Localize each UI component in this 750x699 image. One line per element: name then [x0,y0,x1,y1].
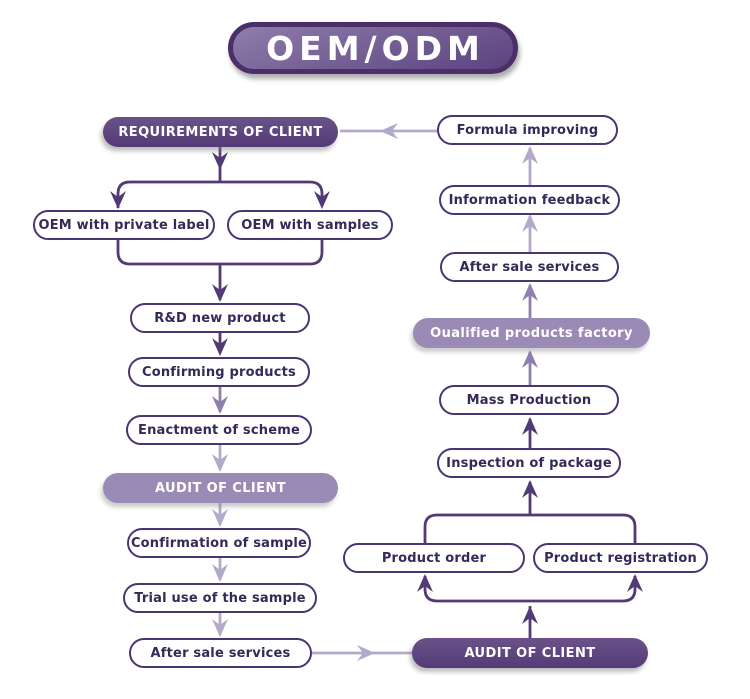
node-product-registration: Product registration [533,543,708,573]
node-audit-of-client-right: AUDIT OF CLIENT [412,638,648,668]
arrowhead-right [357,645,375,661]
node-after-sale-services-left: After sale services [129,638,312,668]
node-product-order: Product order [343,543,525,573]
node-inspection-of-package: Inspection of package [437,448,621,478]
arrowheads-dark [110,152,643,624]
branch-merge-bracket-left-flow [116,240,324,266]
branch-split-bracket-right-flow [423,576,637,603]
arrowhead-down [212,509,228,527]
arrowhead-up [522,480,538,498]
arrowhead-down [110,191,126,209]
arrowhead-up [522,350,538,368]
node-trial-use-of-the-sample: Trial use of the sample [123,583,317,613]
node-confirming-products: Confirming products [128,357,310,387]
branch-merge-bracket-right-flow [423,513,637,543]
node-after-sale-services-right: After sale services [440,252,619,282]
arrowhead-down [314,191,330,209]
node-requirements-of-client: REQUIREMENTS OF CLIENT [103,117,338,147]
diagram-title-label: OEM/ODM [266,28,485,68]
arrowhead-down [212,338,228,356]
arrowhead-left [380,123,398,139]
node-mass-production: Mass Production [439,385,619,415]
diagram-title: OEM/ODM [228,22,518,74]
node-oem-with-samples: OEM with samples [227,210,393,240]
arrowhead-up [522,146,538,164]
node-audit-of-client-left: AUDIT OF CLIENT [103,473,338,503]
arrowhead-up [522,417,538,435]
arrowhead-down [212,619,228,637]
node-qualified-products-factory: Oualified products factory [413,318,650,348]
arrowhead-down [212,454,228,472]
arrowhead-up [627,574,643,592]
arrowheads-medium [212,283,538,414]
node-rd-new-product: R&D new product [130,303,310,333]
node-enactment-of-scheme: Enactment of scheme [126,415,312,445]
arrowhead-up [522,606,538,624]
arrowhead-down [212,396,228,414]
node-information-feedback: Information feedback [439,185,620,215]
node-confirmation-of-sample: Confirmation of sample [127,528,311,558]
arrowhead-down [212,152,228,170]
arrowhead-up [522,214,538,232]
branch-split-bracket-left-flow [116,180,324,208]
connector-lines-dark [116,147,637,638]
node-oem-with-private-label: OEM with private label [33,210,215,240]
arrowhead-down [212,564,228,582]
arrowheads-light [212,123,538,661]
arrowhead-up [522,283,538,301]
arrowhead-up [417,574,433,592]
node-formula-improving: Formula improving [437,115,618,145]
arrowhead-down [212,284,228,302]
